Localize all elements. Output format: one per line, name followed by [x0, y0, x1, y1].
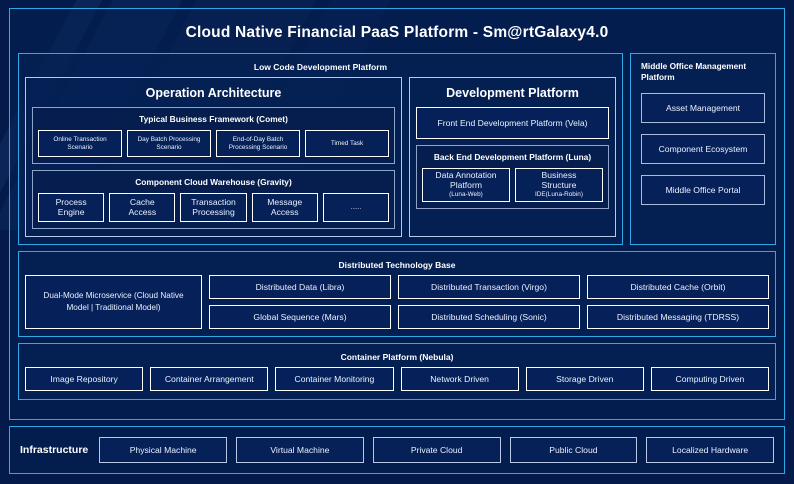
container-item-container-monitoring[interactable]: Container Monitoring — [275, 367, 394, 391]
chip-line-1: Transaction — [191, 196, 236, 207]
component-cloud-warehouse-panel: Component Cloud Warehouse (Gravity) Proc… — [32, 170, 395, 229]
chip-line-2: Access — [128, 206, 157, 217]
container-item-image-repository[interactable]: Image Repository — [25, 367, 144, 391]
page-title: Cloud Native Financial PaaS Platform - S… — [185, 24, 609, 41]
distributed-column-3: Distributed Cache (Orbit) Distributed Me… — [587, 275, 769, 329]
typical-business-framework-panel: Typical Business Framework (Comet) Onlin… — [32, 107, 395, 164]
distributed-transaction-cell[interactable]: Distributed Transaction (Virgo) — [398, 275, 580, 299]
global-sequence-cell[interactable]: Global Sequence (Mars) — [209, 305, 391, 329]
container-item-network-driven[interactable]: Network Driven — [400, 367, 519, 391]
chip-line-1: Data Annotation — [435, 170, 497, 181]
infrastructure-item-physical-machine[interactable]: Physical Machine — [99, 437, 228, 463]
chip-line-2: Processing Scenario — [228, 143, 288, 151]
ellipsis-label: ...... — [350, 203, 362, 211]
typical-business-framework-title: Typical Business Framework (Comet) — [139, 114, 288, 124]
container-platform-section: Container Platform (Nebula) Image Reposi… — [18, 343, 776, 400]
chip-line-2: Scenario — [156, 143, 182, 151]
chip-line-1: Day Batch Processing — [137, 136, 201, 144]
distributed-column-1: Distributed Data (Libra) Global Sequence… — [209, 275, 391, 329]
chip-line-2: Structure — [541, 180, 577, 191]
chip-line-1: Process — [55, 196, 87, 207]
chip-line-2: Scenario — [67, 143, 93, 151]
distributed-data-cell[interactable]: Distributed Data (Libra) — [209, 275, 391, 299]
distributed-technology-base-section: Distributed Technology Base Dual-Mode Mi… — [18, 251, 776, 337]
middle-office-item-component-ecosystem[interactable]: Component Ecosystem — [641, 134, 765, 165]
chip-line-2: Engine — [57, 206, 85, 217]
chip-line-1: Message — [267, 196, 303, 207]
chip-line-1: Business — [541, 170, 577, 181]
low-code-platform-title: Low Code Development Platform — [253, 62, 388, 72]
platform-main-frame: Cloud Native Financial PaaS Platform - S… — [9, 8, 785, 420]
distributed-cache-cell[interactable]: Distributed Cache (Orbit) — [587, 275, 769, 299]
middle-office-item-portal[interactable]: Middle Office Portal — [641, 175, 765, 206]
component-cloud-warehouse-title: Component Cloud Warehouse (Gravity) — [135, 177, 292, 187]
distributed-column-2: Distributed Transaction (Virgo) Distribu… — [398, 275, 580, 329]
chip-line-1: End-of-Day Batch — [232, 136, 284, 144]
infrastructure-item-private-cloud[interactable]: Private Cloud — [372, 437, 501, 463]
infrastructure-label: Infrastructure — [20, 444, 89, 456]
middle-office-item-asset-management[interactable]: Asset Management — [641, 93, 765, 124]
front-end-development-platform[interactable]: Front End Development Platform (Vela) — [416, 107, 609, 139]
distributed-messaging-cell[interactable]: Distributed Messaging (TDRSS) — [587, 305, 769, 329]
distributed-scheduling-cell[interactable]: Distributed Scheduling (Sonic) — [398, 305, 580, 329]
chip-line-1: Timed Task — [330, 139, 364, 147]
dual-mode-microservice-cell[interactable]: Dual-Mode Microservice (Cloud Native Mod… — [25, 275, 202, 329]
back-end-development-platform-panel: Back End Development Platform (Luna) Dat… — [416, 145, 609, 209]
infrastructure-item-public-cloud[interactable]: Public Cloud — [509, 437, 638, 463]
container-item-computing-driven[interactable]: Computing Driven — [650, 367, 770, 391]
container-item-container-arrangement[interactable]: Container Arrangement — [150, 367, 269, 391]
low-code-platform-section: Low Code Development Platform Operation … — [18, 53, 623, 245]
upper-region: Low Code Development Platform Operation … — [18, 53, 776, 245]
operation-architecture-block: Operation Architecture Typical Business … — [25, 77, 402, 237]
component-warehouse-item-more[interactable]: ...... — [322, 193, 390, 222]
infrastructure-section: Infrastructure Physical Machine Virtual … — [9, 426, 785, 474]
distributed-technology-base-title: Distributed Technology Base — [338, 260, 456, 270]
middle-office-management-section: Middle Office Management Platform Asset … — [630, 53, 776, 245]
chip-line-2: Processing — [192, 206, 235, 217]
chip-line-3: IDE(Luna-Robin) — [535, 191, 583, 199]
chip-line-2: Access — [270, 206, 299, 217]
chip-line-1: Cache — [129, 196, 155, 207]
development-platform-title: Development Platform — [446, 86, 579, 100]
container-item-storage-driven[interactable]: Storage Driven — [525, 367, 644, 391]
operation-architecture-title: Operation Architecture — [145, 86, 282, 100]
chip-line-1: Online Transaction — [53, 136, 107, 144]
chip-line-3: (Luna-Web) — [449, 191, 483, 199]
middle-office-title: Middle Office Management Platform — [641, 61, 747, 83]
back-end-development-platform-title: Back End Development Platform (Luna) — [433, 152, 592, 162]
chip-line-2: Platform — [449, 180, 482, 191]
infrastructure-item-localized-hardware[interactable]: Localized Hardware — [646, 437, 775, 463]
development-platform-block: Development Platform Front End Developme… — [409, 77, 616, 237]
infrastructure-item-virtual-machine[interactable]: Virtual Machine — [236, 437, 364, 463]
container-platform-title: Container Platform (Nebula) — [340, 352, 454, 362]
business-framework-item[interactable]: Timed Task — [305, 130, 389, 157]
